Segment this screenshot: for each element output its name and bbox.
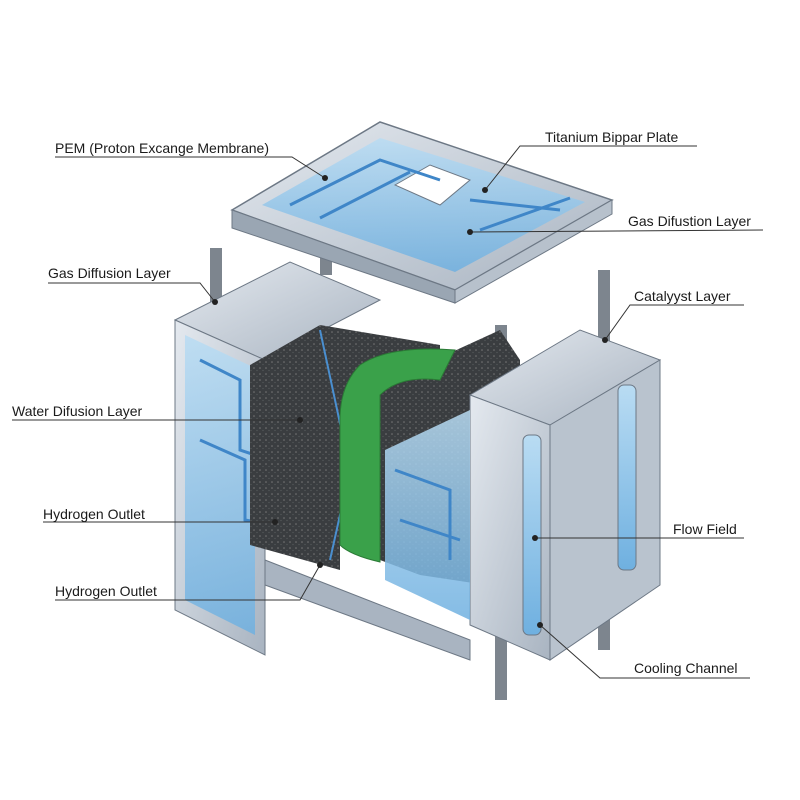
leader-cooling [539, 624, 750, 679]
label-hydrogen-outlet-upper: Hydrogen Outlet [43, 506, 145, 522]
label-pem: PEM (Proton Excange Membrane) [55, 140, 269, 156]
leader-pem [55, 156, 326, 179]
leader-titanium-plate [484, 145, 697, 191]
label-titanium-plate: Titanium Bippar Plate [545, 129, 679, 145]
leader-hydrogen-lower [55, 564, 321, 601]
label-water-diffusion-layer: Water Difusion Layer [12, 403, 143, 419]
label-flow-field: Flow Field [673, 521, 737, 537]
label-cooling-channel: Cooling Channel [634, 660, 738, 676]
label-hydrogen-outlet-lower: Hydrogen Outlet [55, 583, 157, 599]
left-end-plate [173, 261, 471, 661]
label-catalyst-layer: Catalyyst Layer [634, 288, 731, 304]
leader-gas-difustion [469, 229, 764, 233]
leader-gas-diffusion [48, 282, 216, 303]
right-end-plate [385, 329, 662, 661]
green-membrane [339, 348, 456, 563]
label-gas-difustion-layer: Gas Difustion Layer [628, 213, 751, 229]
leader-dots [212, 175, 608, 628]
label-gas-diffusion-layer: Gas Diffusion Layer [48, 265, 171, 281]
leader-catalyst [604, 304, 744, 341]
leader-lines [12, 145, 764, 679]
top-bipolar-plate [230, 121, 614, 304]
